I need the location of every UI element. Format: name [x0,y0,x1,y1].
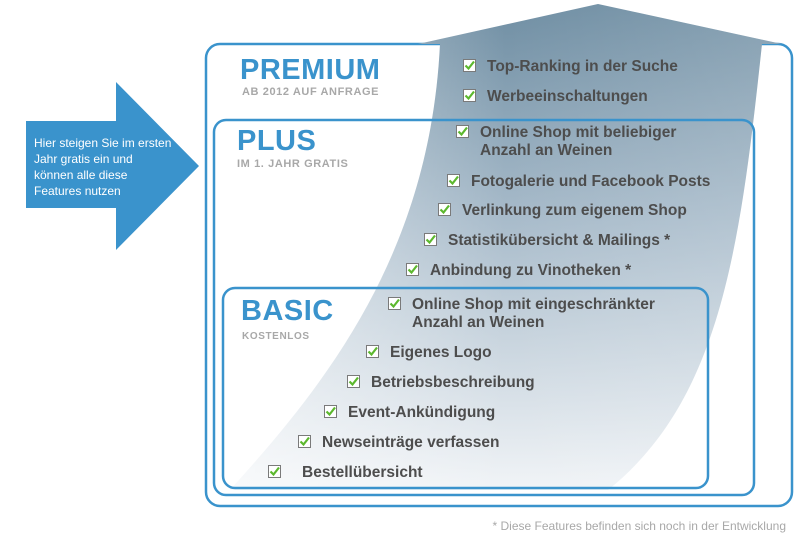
checkbox-checked-icon [366,345,379,358]
feature-label: Top-Ranking in der Suche [487,58,678,75]
checkbox-checked-icon [388,297,401,310]
checkbox-checked-icon [447,174,460,187]
footnote: * Diese Features befinden sich noch in d… [492,519,787,533]
feature-item: Top-Ranking in der Suche [463,58,678,76]
checkbox-checked-icon [268,465,281,478]
feature-item: Event-Ankündigung [324,404,495,422]
feature-label: Online Shop mit beliebiger Anzahl an Wei… [480,124,677,159]
basic-subtitle: KOSTENLOS [242,331,310,342]
premium-subtitle: AB 2012 AUF ANFRAGE [242,86,380,98]
feature-item: Anbindung zu Vinotheken * [406,262,631,280]
checkbox-checked-icon [438,203,451,216]
checkbox-checked-icon [463,89,476,102]
feature-item: Werbeeinschaltungen [463,88,648,106]
feature-label: Online Shop mit eingeschränkter Anzahl a… [412,296,655,331]
premium-title: PREMIUM [240,54,381,86]
feature-label: Betriebsbeschreibung [371,374,535,391]
feature-item: Online Shop mit beliebiger Anzahl an Wei… [456,124,676,160]
plus-box [212,118,756,497]
feature-item: Eigenes Logo [366,344,492,362]
feature-item: Betriebsbeschreibung [347,374,535,392]
feature-label: Event-Ankündigung [348,404,496,421]
checkbox-checked-icon [347,375,360,388]
checkbox-checked-icon [324,405,337,418]
plus-subtitle: IM 1. JAHR GRATIS [237,158,349,170]
basic-box [221,286,710,490]
entry-arrow [26,82,199,250]
basic-title: BASIC [241,295,334,327]
feature-label: Werbeeinschaltungen [487,88,648,105]
checkbox-checked-icon [463,59,476,72]
feature-label: Eigenes Logo [390,344,492,361]
checkbox-checked-icon [424,233,437,246]
feature-item: Bestellübersicht [268,464,423,482]
checkbox-checked-icon [456,125,469,138]
feature-item: Statistikübersicht & Mailings * [424,232,670,250]
feature-item: Newseinträge verfassen [298,434,499,452]
feature-label: Bestellübersicht [302,464,423,481]
feature-label: Fotogalerie und Facebook Posts [471,173,711,190]
feature-item: Verlinkung zum eigenem Shop [438,202,687,220]
checkbox-checked-icon [298,435,311,448]
plus-title: PLUS [237,125,317,157]
feature-label: Anbindung zu Vinotheken * [430,262,632,279]
feature-label: Verlinkung zum eigenem Shop [462,202,687,219]
checkbox-checked-icon [406,263,419,276]
feature-label: Statistikübersicht & Mailings * [448,232,671,249]
feature-item: Online Shop mit eingeschränkter Anzahl a… [388,296,655,332]
feature-item: Fotogalerie und Facebook Posts [447,173,710,191]
growth-arrow [230,4,782,490]
feature-label: Newseinträge verfassen [322,434,500,451]
entry-arrow-text: Hier steigen Sie im ersten Jahr gratis e… [34,136,172,198]
